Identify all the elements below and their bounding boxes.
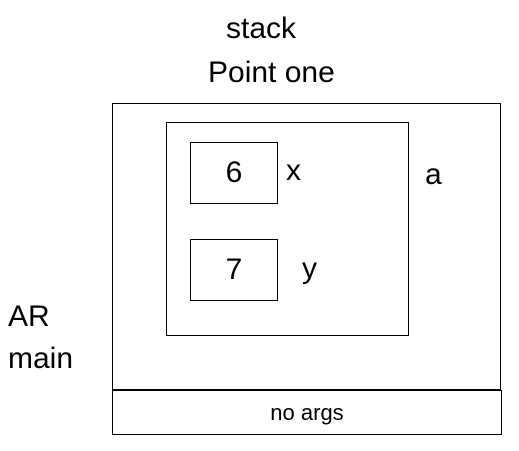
field-box-x: 6: [190, 142, 278, 204]
field-value-x: 6: [225, 156, 243, 189]
stack-heading: stack: [226, 12, 297, 45]
diagram-title: Point one: [208, 56, 335, 89]
field-value-y: 7: [225, 253, 243, 286]
field-box-y: 7: [190, 239, 278, 301]
frame-label-main: main: [8, 342, 74, 375]
object-label-a: a: [425, 158, 442, 191]
args-box: no args: [112, 390, 502, 435]
field-name-y: y: [302, 252, 317, 285]
args-label: no args: [270, 399, 344, 425]
frame-label-ar: AR: [8, 300, 50, 333]
field-name-x: x: [286, 154, 301, 187]
